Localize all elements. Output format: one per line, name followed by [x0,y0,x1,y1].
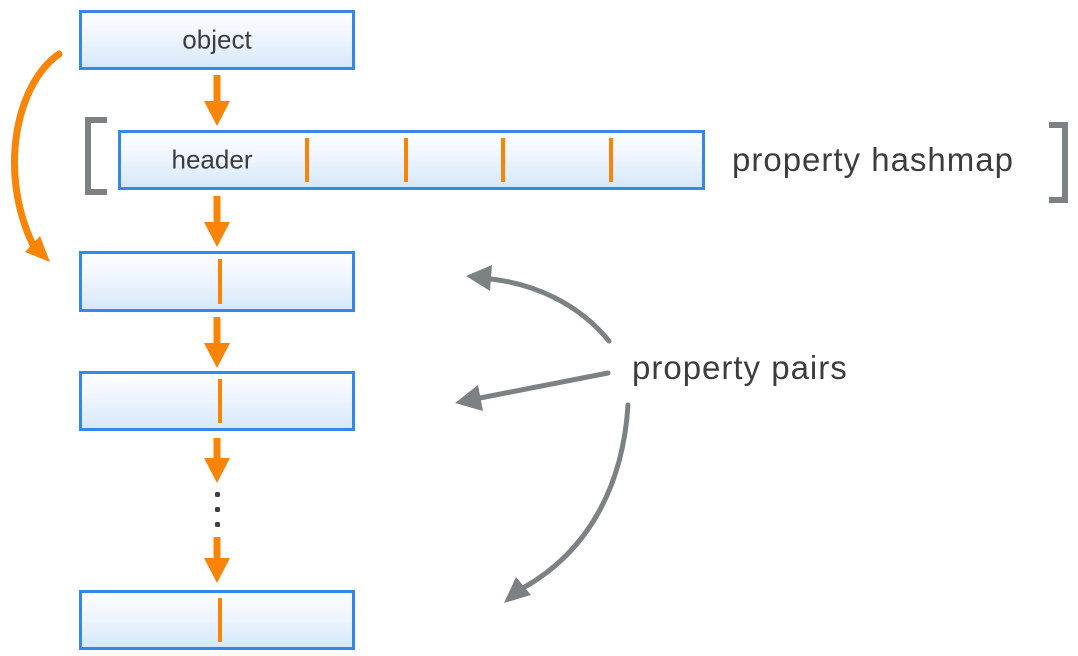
gray-arrow-to-pair3-icon [504,402,631,603]
object-label: object [182,24,252,55]
hashmap-divider [609,138,613,182]
arrow-hashmap-to-pair1-icon [204,196,230,247]
arrow-object-to-hashmap-icon [204,75,230,126]
hashmap-box: header [118,130,705,190]
property-hashmap-label: property hashmap [732,141,1014,178]
hashmap-divider [404,138,408,182]
gray-arrow-to-pair2-icon [455,370,611,411]
header-label: header [171,144,253,175]
pair-box-2 [79,371,355,431]
arrow-ellipsis-to-pair3-icon [204,537,230,583]
arrow-pair1-to-pair2-icon [204,317,230,368]
ellipsis-icon [215,492,220,537]
gray-arrow-to-pair1-icon [466,265,612,344]
bracket-right-icon [1049,122,1068,203]
pair-box-3 [79,590,355,650]
ellipsis-dot [215,492,220,497]
ellipsis-dot [215,522,220,527]
property-pairs-label: property pairs [632,349,848,386]
pair-box-1 [79,251,355,312]
hashmap-divider [305,138,309,182]
curved-arrow-object-to-pair1-icon [11,50,63,262]
hashmap-divider [501,138,505,182]
pair-divider [218,379,222,423]
arrow-pair2-to-ellipsis-icon [204,438,230,483]
pair-divider [218,598,222,642]
pair-divider [218,259,222,304]
ellipsis-dot [215,507,220,512]
bracket-left-icon [85,117,107,195]
object-box: object [79,10,355,70]
